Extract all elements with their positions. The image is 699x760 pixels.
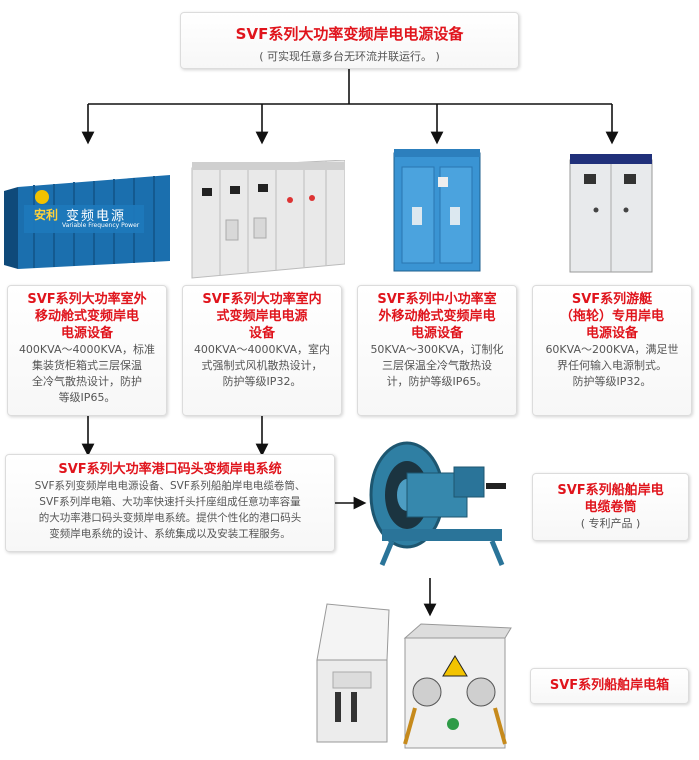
small-outdoor-unit-image	[388, 147, 486, 275]
port-system-line: SVF系列变频岸电电源设备、SVF系列船舶岸电电缆卷筒、	[34, 480, 306, 492]
container-brand: 安利	[34, 208, 59, 222]
card-body-line: 400KVA～4000KVA，室内	[193, 343, 331, 356]
card-title-line: 式变频岸电电源	[216, 309, 308, 324]
card-body-line: 60KVA～200KVA，满足世	[545, 343, 679, 356]
card-title-line: SVF系列大功率室外	[27, 292, 147, 307]
container-power-unit-image: 安利 变频电源 Variable Frequency Power	[4, 165, 170, 275]
container-en: Variable Frequency Power	[62, 222, 140, 229]
card-title-line: 外移动舱式变频岸电	[378, 309, 496, 324]
card-body-line: 防护等级IP32。	[222, 375, 302, 388]
reel-title-line: SVF系列船舶岸电	[557, 483, 664, 498]
yacht-power-unit-image	[566, 150, 656, 275]
port-system-line: SVF系列岸电箱、大功率快速扦头扦座组成任意功率容量	[39, 496, 301, 508]
cable-reel-image	[362, 433, 512, 573]
port-system-line: 的大功率港口码头变频岸电系统。提供个性化的港口码头	[38, 512, 302, 524]
shore-box-label: SVF系列船舶岸电箱	[530, 668, 689, 704]
card-yacht: SVF系列游艇 （拖轮）专用岸电 电源设备 60KVA～200KVA，满足世 界…	[532, 285, 692, 416]
port-system-title: SVF系列大功率港口码头变频岸电系统	[58, 462, 282, 477]
port-system-box: SVF系列大功率港口码头变频岸电系统 SVF系列变频岸电电源设备、SVF系列船舶…	[5, 454, 335, 552]
shore-power-box-image	[305, 596, 515, 756]
card-body-line: 式强制式风机散热设计，	[201, 359, 323, 372]
card-body-line: 集装货柜箱式三层保温	[32, 359, 142, 372]
card-body-line: 三层保温全冷气散热设	[382, 359, 492, 372]
card-title-line: 移动舱式变频岸电	[34, 309, 139, 324]
reel-note: ( 专利产品 )	[580, 517, 641, 530]
top-title-box: SVF系列大功率变频岸电电源设备 ( 可实现任意多台无环流并联运行。 )	[180, 12, 519, 69]
shore-box-title: SVF系列船舶岸电箱	[549, 678, 670, 693]
card-body-line: 50KVA～300KVA，订制化	[370, 343, 504, 356]
cable-reel-box: SVF系列船舶岸电 电缆卷筒 ( 专利产品 )	[532, 473, 689, 541]
card-title-line: （拖轮）专用岸电	[559, 309, 664, 324]
card-body-line: 防护等级IP32。	[572, 375, 652, 388]
card-outdoor-large: SVF系列大功率室外 移动舱式变频岸电 电源设备 400KVA～4000KVA，…	[7, 285, 167, 416]
port-system-line: 变频岸电系统的设计、系统集成以及安装工程服务。	[49, 528, 291, 540]
indoor-cabinet-image	[180, 159, 346, 280]
card-title-line: SVF系列大功率室内	[202, 292, 322, 307]
card-title-line: 电源设备	[60, 326, 113, 341]
card-title-line: SVF系列游艇	[571, 292, 653, 307]
card-body-line: 界任何输入电源制式。	[557, 359, 667, 372]
card-title-line: SVF系列中小功率室	[377, 292, 497, 307]
card-body-line: 计，防护等级IP65。	[386, 375, 488, 388]
container-name: 变频电源	[66, 209, 127, 224]
card-title-line: 电源设备	[410, 326, 463, 341]
card-title-line: 电源设备	[585, 326, 638, 341]
card-body-line: 400KVA～4000KVA，标准	[18, 343, 156, 356]
reel-title-line: 电缆卷筒	[584, 500, 637, 515]
card-body-line: 全冷气散热设计，防护	[32, 375, 142, 388]
card-title-line: 设备	[248, 326, 275, 341]
card-outdoor-small: SVF系列中小功率室 外移动舱式变频岸电 电源设备 50KVA～300KVA，订…	[357, 285, 517, 416]
top-title: SVF系列大功率变频岸电电源设备	[235, 25, 464, 43]
card-body-line: 等级IP65。	[58, 391, 116, 404]
card-indoor-large: SVF系列大功率室内 式变频岸电电源 设备 400KVA～4000KVA，室内 …	[182, 285, 342, 416]
top-subtitle: ( 可实现任意多台无环流并联运行。 )	[259, 50, 440, 63]
